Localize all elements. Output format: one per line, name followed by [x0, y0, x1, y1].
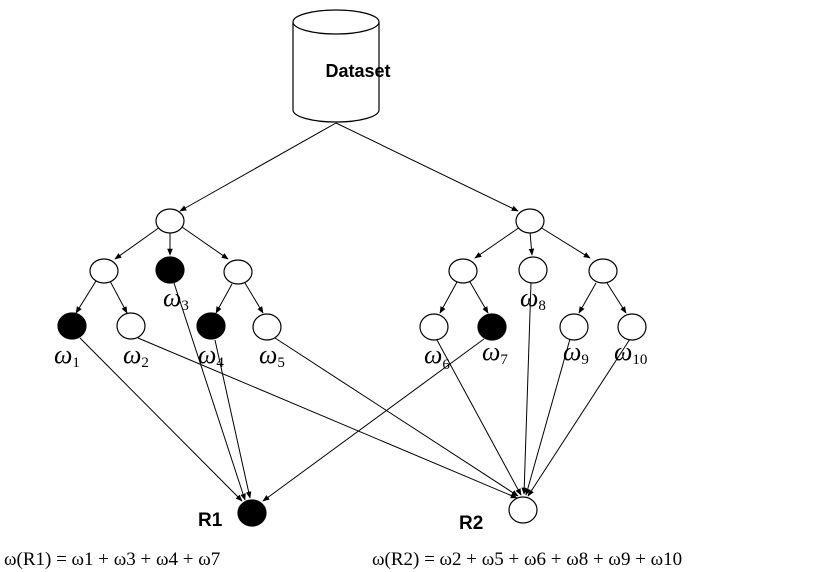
node-w10 — [617, 313, 647, 341]
node-w9 — [559, 313, 589, 341]
edge-w9-r2 — [525, 338, 571, 496]
edge-w5-r2 — [274, 337, 519, 497]
edge — [474, 226, 521, 259]
node-w4 — [196, 312, 226, 340]
edge — [469, 281, 489, 314]
left-root-node — [155, 208, 185, 234]
edge-dataset-right — [335, 122, 519, 212]
right-root-node — [515, 208, 545, 234]
edge — [528, 231, 535, 256]
node-w2 — [116, 312, 146, 340]
node — [588, 258, 618, 284]
edge-w10-r2 — [527, 338, 631, 497]
node-w7 — [477, 313, 507, 341]
weight-label-w7: ω7 — [482, 337, 508, 368]
edge — [244, 282, 264, 314]
weight-label-w1: ω1 — [54, 340, 80, 371]
node-w5 — [252, 313, 282, 341]
r1-node — [237, 499, 267, 527]
weight-label-w5: ω5 — [259, 340, 285, 371]
dataset-label: Dataset — [325, 61, 390, 81]
weight-label-w10: ω10 — [614, 337, 647, 368]
edge-w7-r1 — [262, 338, 485, 502]
weight-label-w6: ω6 — [424, 340, 450, 373]
dataset-cylinder: Dataset — [292, 9, 391, 123]
weight-label-w4: ω4 — [198, 340, 224, 371]
edge — [75, 280, 97, 314]
weight-label-w2: ω2 — [123, 340, 149, 371]
node — [223, 259, 253, 285]
edge-w2-r2 — [137, 337, 518, 499]
edge — [114, 226, 161, 260]
weight-label-w8: ω8 — [520, 283, 546, 314]
nodes — [57, 208, 647, 527]
edge — [578, 282, 597, 314]
node-w1 — [57, 312, 87, 340]
node-w8 — [518, 256, 548, 284]
edge — [606, 282, 627, 314]
edge-w6-r2 — [436, 339, 522, 496]
formula-r1: ω(R1) = ω1 + ω3 + ω4 + ω7 — [4, 549, 220, 570]
edge — [109, 280, 128, 314]
weight-label-w3: ω3 — [163, 283, 189, 314]
node-w3 — [155, 256, 185, 284]
formula-r2: ω(R2) = ω2 + ω5 + ω6 + ω8 + ω9 + ω10 — [372, 549, 682, 570]
edge-dataset-left — [179, 122, 337, 212]
r2-node — [508, 496, 538, 524]
node-w6 — [419, 313, 449, 341]
edge — [181, 226, 229, 260]
node — [89, 258, 119, 284]
edge — [439, 281, 458, 314]
node — [448, 258, 478, 284]
edge-w3-r1 — [173, 282, 246, 501]
edge — [539, 226, 591, 259]
r1-label: R1 — [198, 510, 223, 531]
weight-label-w9: ω9 — [563, 337, 589, 368]
edge — [215, 283, 233, 314]
weight-labels: ω1 ω2 ω3 ω4 ω5 ω6 ω7 ω8 ω9 ω10 — [54, 283, 647, 373]
edge-w8-r2 — [521, 282, 532, 495]
edges — [75, 122, 631, 502]
edge-w1-r1 — [79, 337, 243, 502]
r2-label: R2 — [459, 513, 483, 534]
edge-w4-r1 — [214, 339, 252, 499]
